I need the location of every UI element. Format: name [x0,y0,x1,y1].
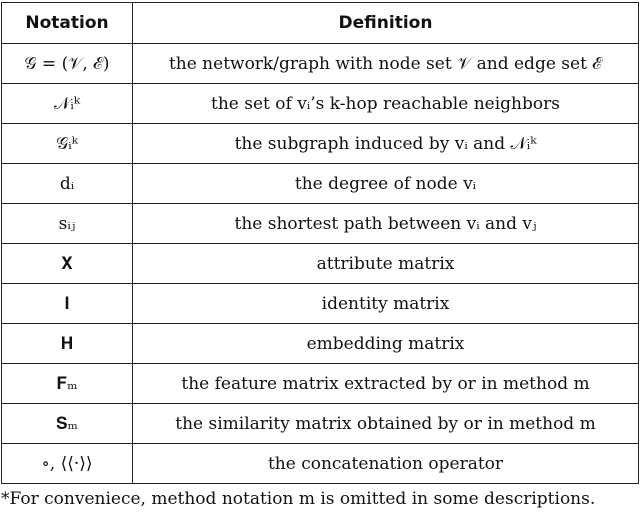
table-row: ∘, ⟨⟨·⟩⟩ the concatenation operator [1,443,639,484]
notation-cell: ∘, ⟨⟨·⟩⟩ [1,443,133,484]
definition-cell: the subgraph induced by vᵢ and 𝒩ᵢᵏ [132,123,639,164]
definition-cell: embedding matrix [132,323,639,364]
footnote: *For conveniece, method notation m is om… [1,489,596,509]
definition-cell: the degree of node vᵢ [132,163,639,204]
definition-cell: the shortest path between vᵢ and vⱼ [132,203,639,244]
notation-cell: 𝐇 [1,323,133,364]
notation-cell: 𝒢 = (𝒱, ℰ) [1,43,133,84]
definition-cell: the concatenation operator [132,443,639,484]
notation-cell: dᵢ [1,163,133,204]
definition-cell: the feature matrix extracted by or in me… [132,363,639,404]
table-header-row: Notation Definition [1,2,639,44]
definition-cell: the similarity matrix obtained by or in … [132,403,639,444]
table-row: 𝒢 = (𝒱, ℰ) the network/graph with node s… [1,43,639,84]
table-row: sᵢⱼ the shortest path between vᵢ and vⱼ [1,203,639,244]
notation-cell: 𝒩ᵢᵏ [1,83,133,124]
notation-table: Notation Definition 𝒢 = (𝒱, ℰ) the netwo… [1,2,639,484]
notation-cell: 𝒢ᵢᵏ [1,123,133,164]
notation-cell: 𝐗 [1,243,133,284]
notation-cell: 𝐅ₘ [1,363,133,404]
definition-cell: the network/graph with node set 𝒱 and ed… [132,43,639,84]
notation-cell: sᵢⱼ [1,203,133,244]
table-row: 𝐗 attribute matrix [1,243,639,284]
table-row: 𝐇 embedding matrix [1,323,639,364]
table-row: 𝐅ₘ the feature matrix extracted by or in… [1,363,639,404]
notation-cell: 𝐈 [1,283,133,324]
definition-cell: the set of vᵢ’s k-hop reachable neighbor… [132,83,639,124]
column-header-definition: Definition [132,2,639,44]
table-row: 𝐒ₘ the similarity matrix obtained by or … [1,403,639,444]
table-row: dᵢ the degree of node vᵢ [1,163,639,204]
table-row: 𝐈 identity matrix [1,283,639,324]
table-row: 𝒢ᵢᵏ the subgraph induced by vᵢ and 𝒩ᵢᵏ [1,123,639,164]
definition-cell: attribute matrix [132,243,639,284]
table-row: 𝒩ᵢᵏ the set of vᵢ’s k-hop reachable neig… [1,83,639,124]
definition-cell: identity matrix [132,283,639,324]
notation-cell: 𝐒ₘ [1,403,133,444]
column-header-notation: Notation [1,2,133,44]
